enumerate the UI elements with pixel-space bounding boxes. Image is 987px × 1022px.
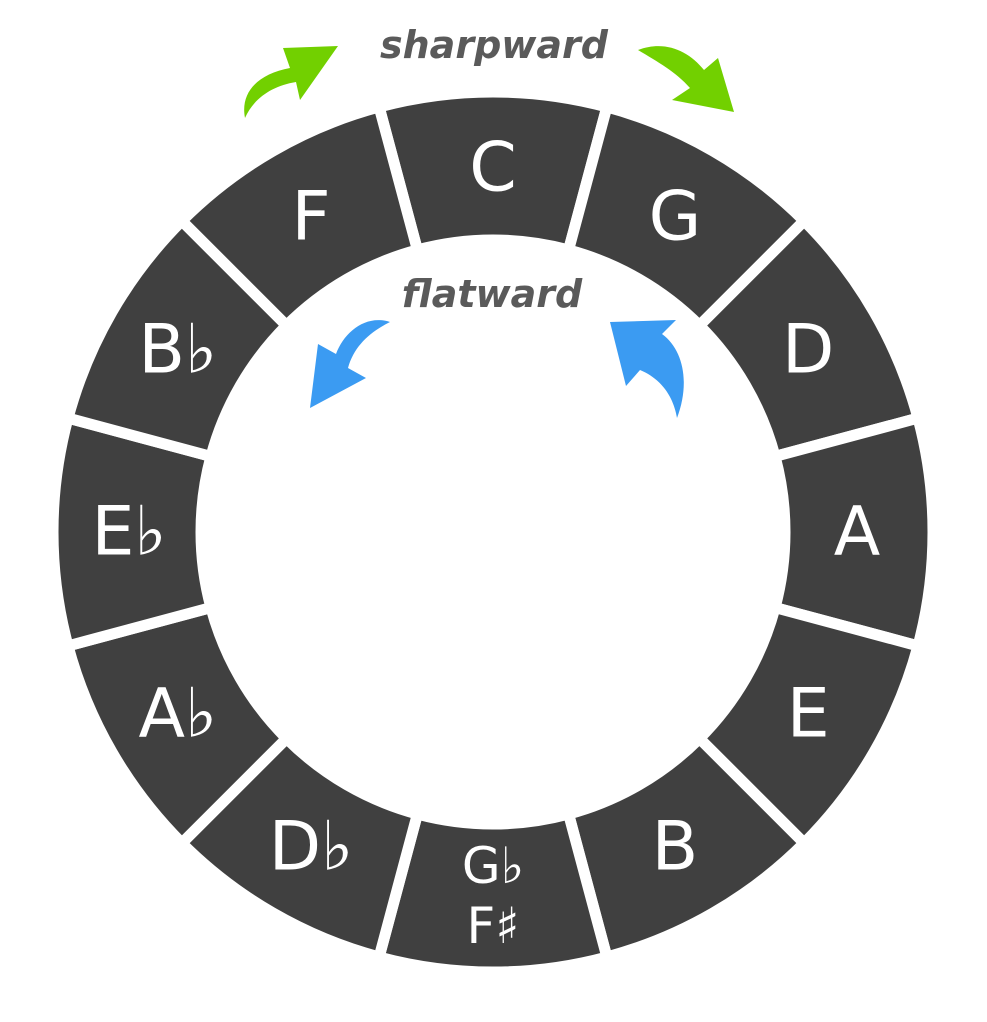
key-segment [174, 100, 425, 334]
key-label: D♭ [269, 808, 353, 887]
key-label: B [652, 808, 699, 887]
sharpward-arrow-right-icon [638, 46, 734, 112]
key-label: G [649, 177, 702, 256]
key-ring: C G D A E B G♭F♯ D♭ A♭ E♭ B♭ F [47, 86, 939, 978]
key-label: F♯ [467, 897, 520, 955]
key-label: C [469, 129, 516, 208]
key-label: B♭ [138, 311, 217, 390]
flatward-label: flatward [402, 272, 583, 316]
key-label: E [787, 675, 830, 754]
sharpward-label: sharpward [380, 23, 609, 67]
flatward-arrow-left-icon [310, 320, 390, 408]
key-label: A♭ [138, 675, 217, 754]
key-label: F [291, 177, 330, 256]
key-label: E♭ [91, 493, 166, 572]
flatward-arrow-right-icon [610, 320, 684, 418]
sharpward-arrow-left-icon [244, 46, 338, 118]
key-label: D [782, 311, 834, 390]
key-label: G♭ [462, 837, 524, 895]
key-label: A [834, 493, 881, 572]
